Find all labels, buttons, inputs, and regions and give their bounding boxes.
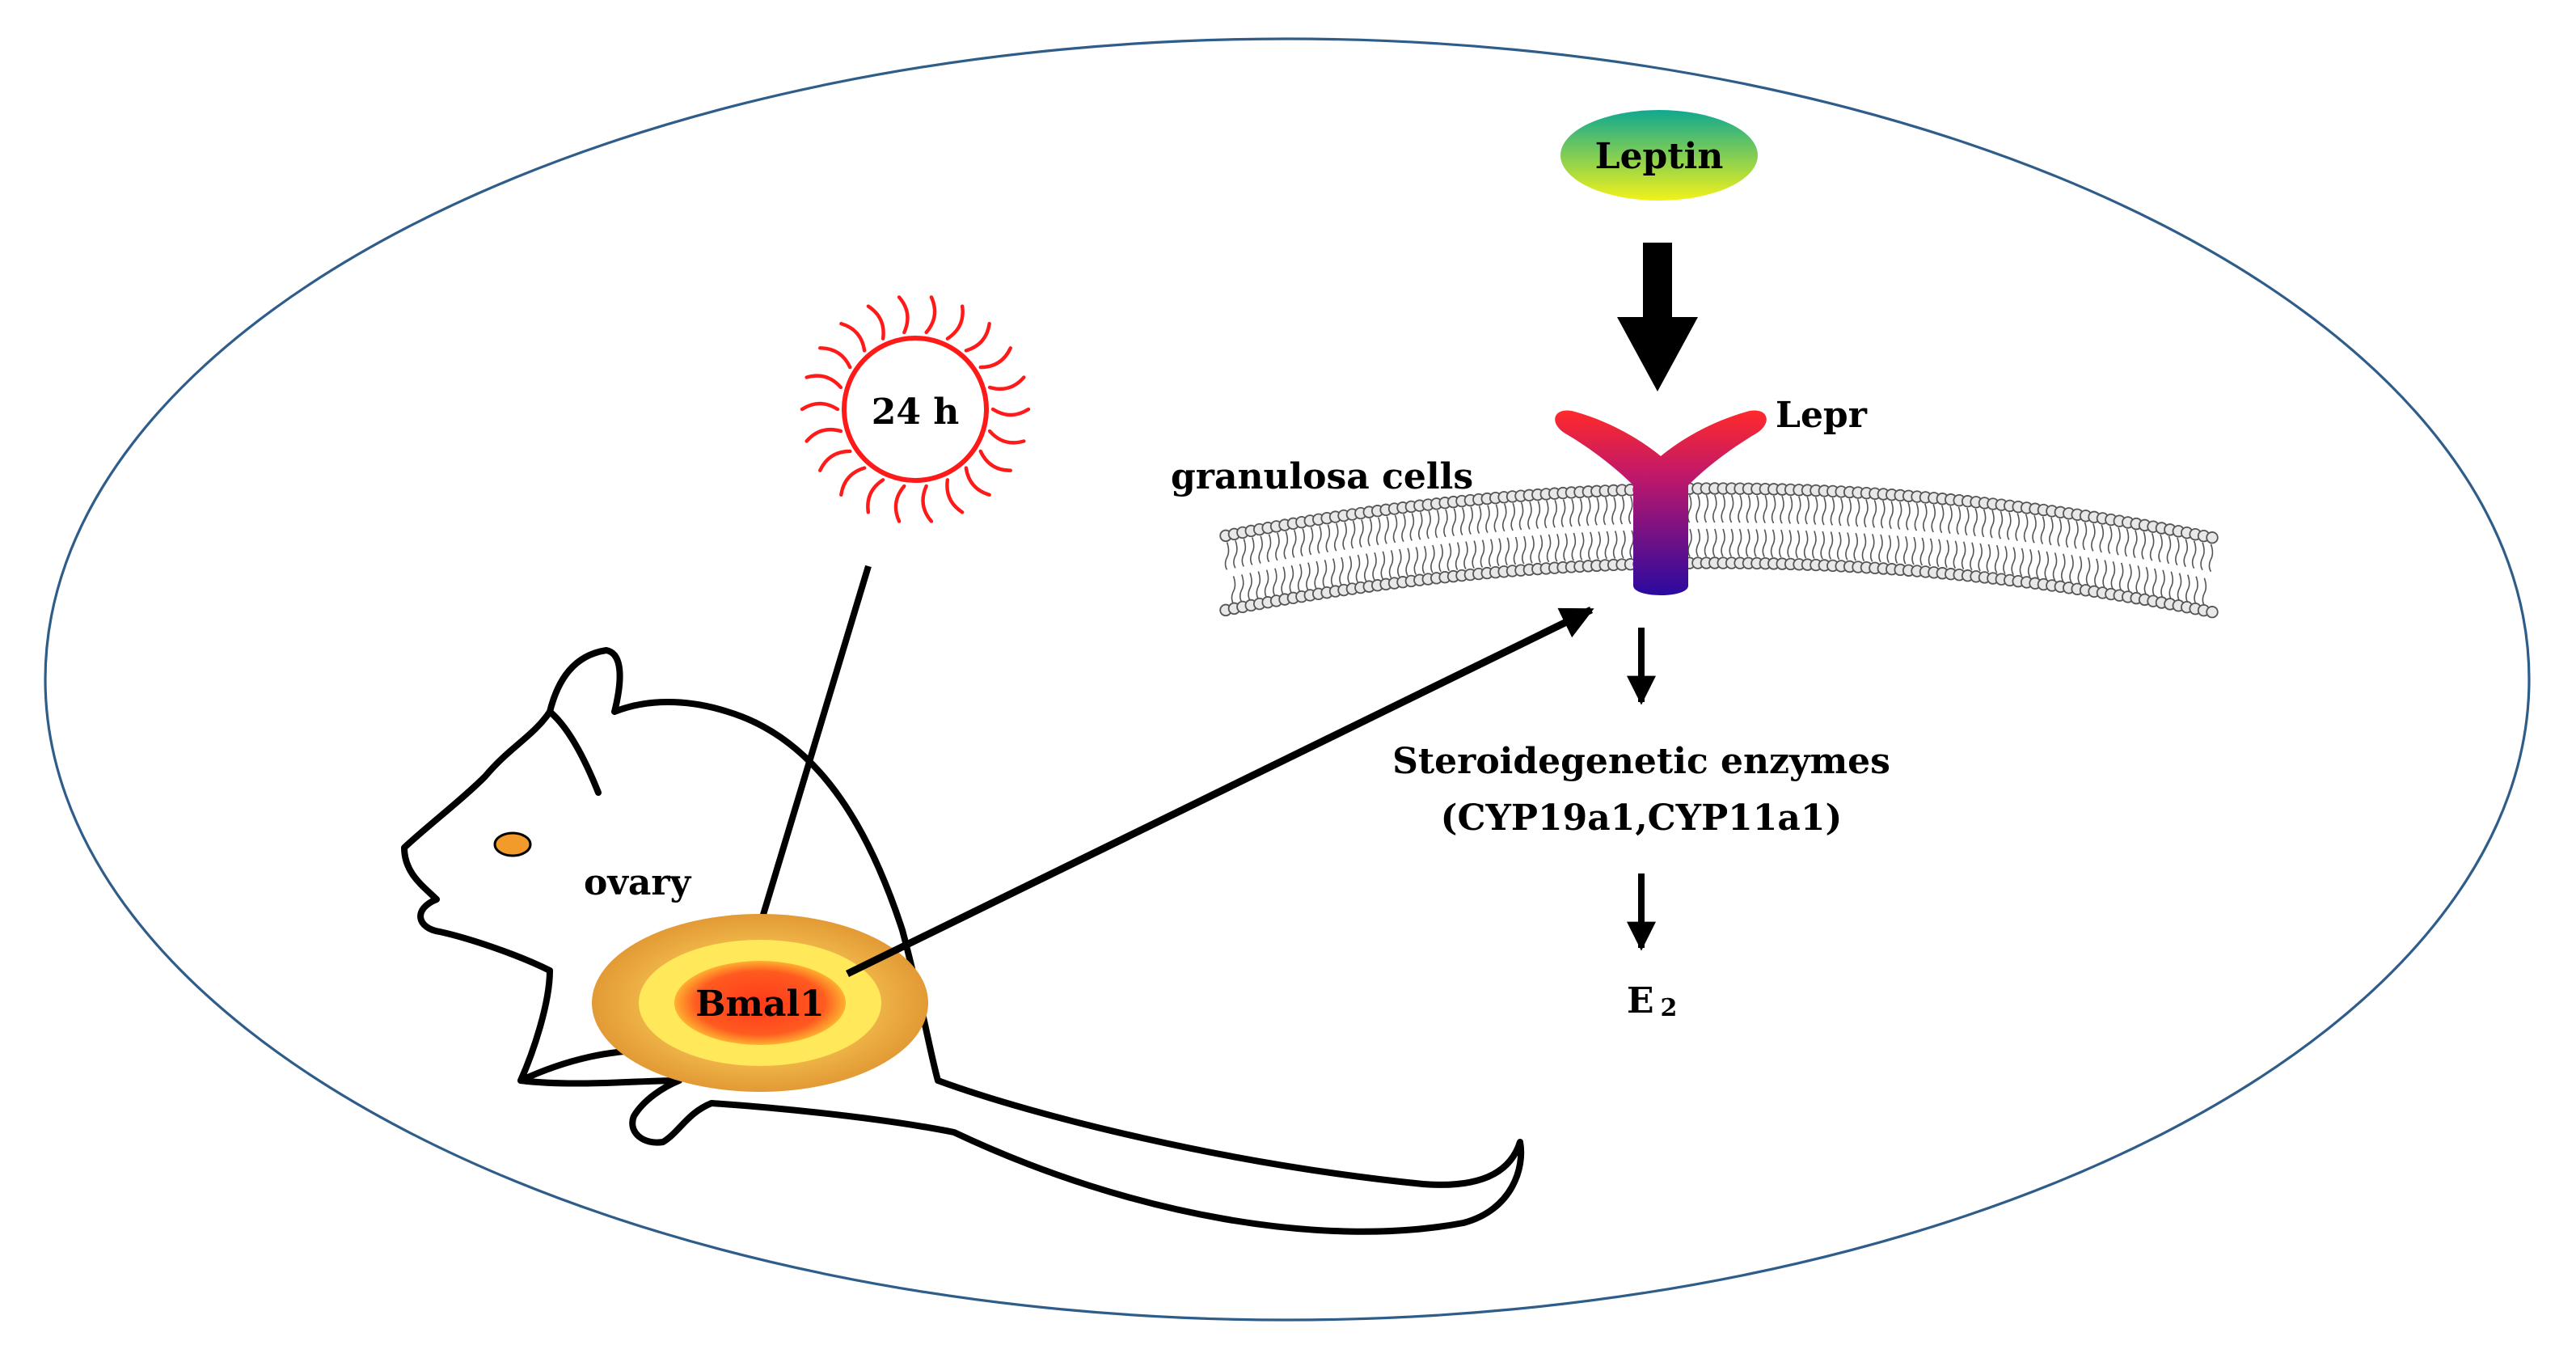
ovary-label: ovary — [584, 862, 692, 903]
outer-oval-frame — [44, 37, 2531, 1322]
ovary-node — [592, 914, 928, 1092]
clock-24h-label: 24 h — [872, 391, 960, 433]
leptin-label: Leptin — [1595, 136, 1724, 177]
enzymes-label-line1: Steroidegenetic enzymes — [1392, 741, 1890, 782]
bmal1-to-receptor-arrow — [846, 606, 1594, 978]
receptor-y-icon — [1555, 410, 1767, 595]
enzymes-label-line2: (CYP19a1,CYP11a1) — [1441, 797, 1843, 839]
granulosa-cells-label: granulosa cells — [1171, 456, 1473, 497]
clock-inhibition-line — [752, 565, 872, 943]
leptin-to-receptor-arrow — [1617, 243, 1698, 391]
mouse-outline-icon — [401, 647, 1525, 1235]
bmal1-label: Bmal1 — [695, 983, 825, 1025]
sun-clock-icon — [800, 295, 1031, 523]
leptin-node: Leptin — [1560, 110, 1758, 201]
lepr-label: Lepr — [1776, 395, 1868, 436]
mouse-eye — [493, 831, 532, 857]
lipid-bilayer-icon — [1219, 482, 2219, 619]
